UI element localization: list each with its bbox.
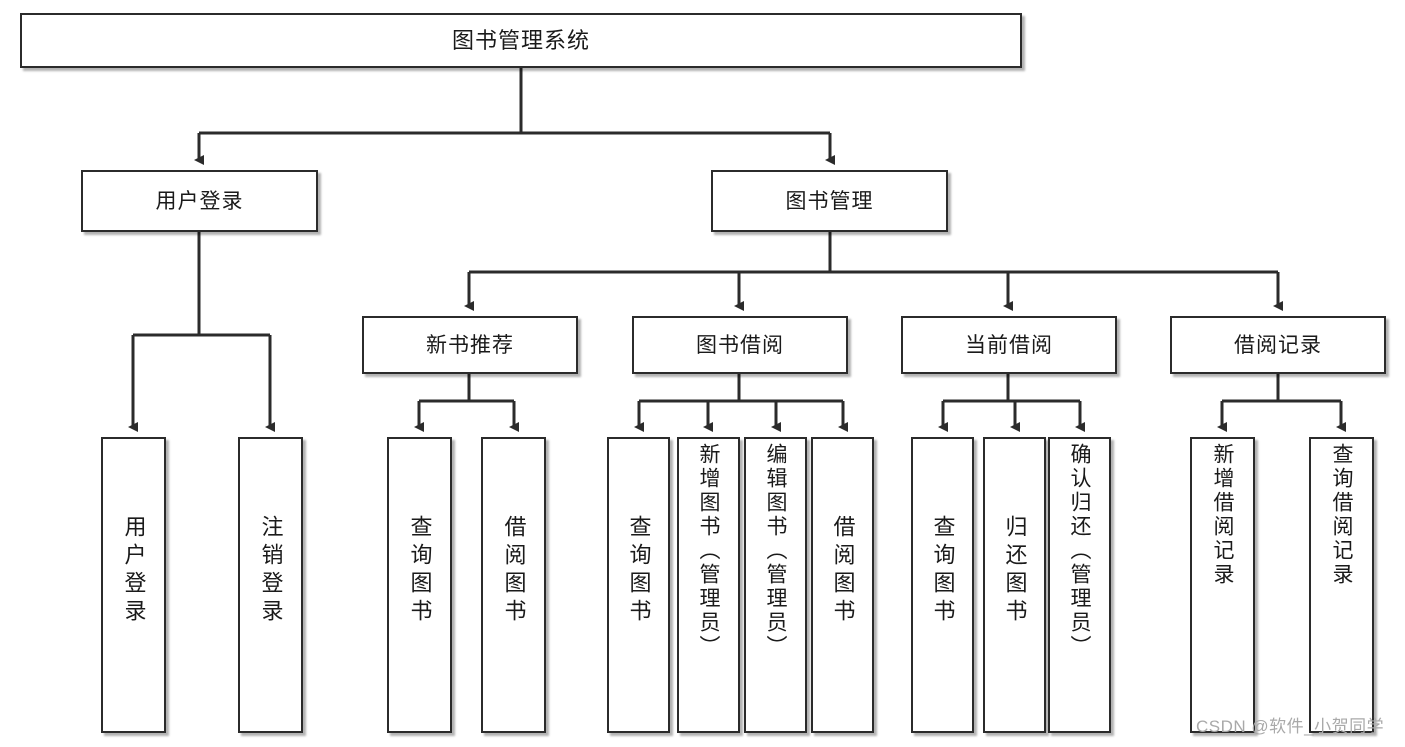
leaf-query-book-2[interactable]: 查询图书 — [607, 437, 670, 733]
leaf-return-book-label: 归还图书 — [1002, 515, 1028, 627]
leaf-query-book-3[interactable]: 查询图书 — [911, 437, 974, 733]
node-book-management[interactable]: 图书管理 — [711, 170, 948, 232]
leaf-add-record-label: 新增借阅记录 — [1211, 443, 1234, 587]
leaf-edit-book-label: 编辑图书（管理员） — [764, 443, 787, 659]
leaf-user-logout-label: 注销登录 — [258, 515, 284, 627]
node-book-management-label: 图书管理 — [785, 189, 874, 213]
csdn-watermark: CSDN @软件_小贺同学 — [1196, 717, 1385, 736]
leaf-query-book-1[interactable]: 查询图书 — [387, 437, 452, 733]
node-current-borrow[interactable]: 当前借阅 — [901, 316, 1117, 374]
leaf-query-book-3-label: 查询图书 — [930, 515, 956, 627]
node-borrow-record[interactable]: 借阅记录 — [1170, 316, 1386, 374]
node-new-book-recommend-label: 新书推荐 — [426, 333, 514, 357]
leaf-query-record[interactable]: 查询借阅记录 — [1309, 437, 1374, 733]
leaf-query-book-1-label: 查询图书 — [407, 515, 433, 627]
node-borrow-record-label: 借阅记录 — [1234, 333, 1322, 357]
leaf-return-book[interactable]: 归还图书 — [983, 437, 1046, 733]
leaf-user-login[interactable]: 用户登录 — [101, 437, 166, 733]
leaf-add-record[interactable]: 新增借阅记录 — [1190, 437, 1255, 733]
node-root[interactable]: 图书管理系统 — [20, 13, 1022, 68]
leaf-user-logout[interactable]: 注销登录 — [238, 437, 303, 733]
leaf-query-record-label: 查询借阅记录 — [1330, 443, 1353, 587]
leaf-query-book-2-label: 查询图书 — [626, 515, 652, 627]
node-new-book-recommend[interactable]: 新书推荐 — [362, 316, 578, 374]
leaf-borrow-book-1-label: 借阅图书 — [501, 515, 527, 627]
leaf-add-book-label: 新增图书（管理员） — [697, 443, 720, 659]
node-book-borrow[interactable]: 图书借阅 — [632, 316, 848, 374]
leaf-confirm-return-label: 确认归还（管理员） — [1068, 443, 1091, 659]
node-book-borrow-label: 图书借阅 — [696, 333, 784, 357]
leaf-add-book[interactable]: 新增图书（管理员） — [677, 437, 740, 733]
leaf-user-login-label: 用户登录 — [121, 515, 147, 627]
leaf-edit-book[interactable]: 编辑图书（管理员） — [744, 437, 807, 733]
leaf-borrow-book-1[interactable]: 借阅图书 — [481, 437, 546, 733]
node-current-borrow-label: 当前借阅 — [965, 333, 1053, 357]
node-user-login-label: 用户登录 — [155, 189, 244, 213]
node-root-label: 图书管理系统 — [451, 27, 590, 53]
node-user-login[interactable]: 用户登录 — [81, 170, 318, 232]
leaf-confirm-return[interactable]: 确认归还（管理员） — [1048, 437, 1111, 733]
leaf-borrow-book-2[interactable]: 借阅图书 — [811, 437, 874, 733]
leaf-borrow-book-2-label: 借阅图书 — [830, 515, 856, 627]
